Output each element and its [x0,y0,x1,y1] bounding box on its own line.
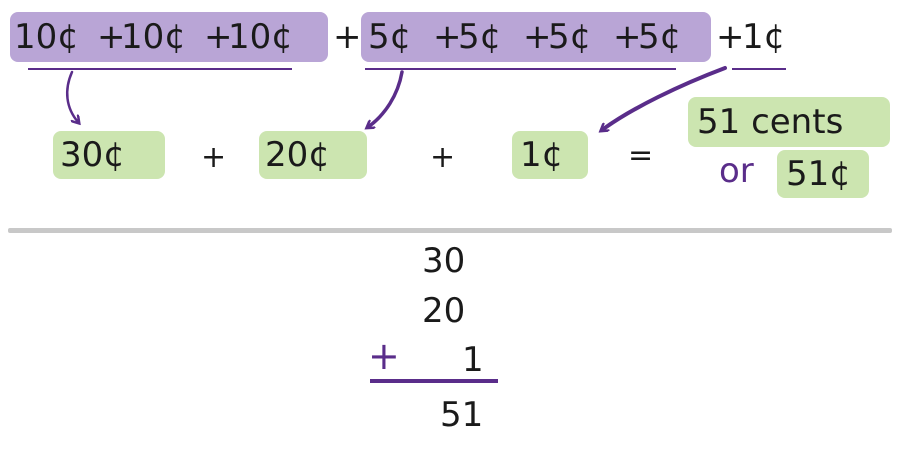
subtotal-dimes-highlight [53,131,165,179]
addend-20: 20 [422,291,466,331]
nickels-group-highlight [361,12,711,62]
nickel-2: 5¢ [458,17,502,57]
dimes-arrow [65,70,78,122]
sum-line [370,379,498,383]
dime-1: 10¢ [14,17,79,57]
nickel-plus-3: + [613,17,642,57]
dime-plus-1: + [97,17,126,57]
sum-51: 51 [440,395,484,435]
result-symbol-highlight [777,150,869,198]
dime-plus-2: + [204,17,233,57]
result-words: 51 cents [697,102,844,142]
result-symbol: 51¢ [786,154,851,194]
penny: 1¢ [742,17,786,57]
nickel-plus-1: + [433,17,462,57]
addend-30: 30 [422,241,466,281]
middle-plus-a: + [201,140,227,175]
group-plus-2: + [716,17,745,57]
subtotal-nickels-highlight [259,131,367,179]
nickel-3: 5¢ [548,17,592,57]
nickel-4: 5¢ [638,17,682,57]
subtotal-dimes: 30¢ [60,135,125,175]
dimes-group-highlight [10,12,328,62]
subtotal-penny-highlight [512,131,588,179]
middle-plus-b: + [430,140,456,175]
nickel-plus-2: + [523,17,552,57]
result-words-highlight [688,97,890,147]
section-divider [8,228,892,233]
nickel-1: 5¢ [368,17,412,57]
column-plus-sign: + [368,334,400,378]
group-plus-1: + [333,17,362,57]
addend-1: 1 [462,340,484,380]
or-label: or [719,151,754,191]
equals-sign: = [628,138,654,173]
dime-3: 10¢ [228,17,293,57]
subtotal-nickels: 20¢ [265,135,330,175]
dime-2: 10¢ [121,17,186,57]
nickels-arrow [368,70,404,127]
subtotal-penny: 1¢ [520,135,564,175]
penny-arrow [602,66,727,130]
